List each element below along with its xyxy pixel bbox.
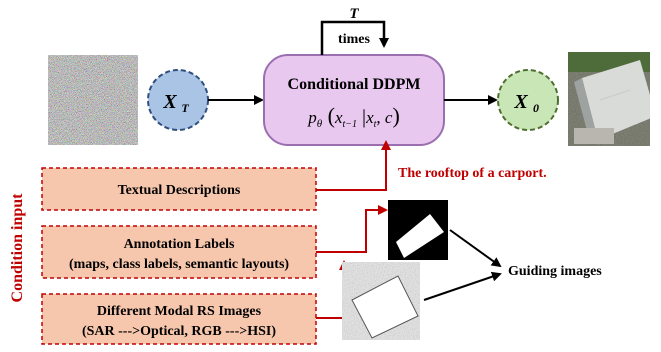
modal-arrow xyxy=(316,260,349,319)
condition-textual-label: Textual Descriptions xyxy=(118,183,241,198)
loop-times-label: times xyxy=(338,32,370,47)
condition-box-textual: Textual Descriptions xyxy=(41,167,317,211)
condition-box-annotation: Annotation Labels (maps, class labels, s… xyxy=(41,225,317,279)
ddpm-title: Conditional DDPM xyxy=(288,76,421,93)
xt-node: X T xyxy=(147,69,209,131)
condition-arrow-to-ddpm xyxy=(316,140,391,191)
output-rooftop-image xyxy=(568,52,650,146)
condition-modal-sub: (SAR --->Optical, RGB --->HSI) xyxy=(82,324,276,339)
condition-modal-label: Different Modal RS Images xyxy=(97,304,262,319)
condition-annotation-sub: (maps, class labels, semantic layouts) xyxy=(69,257,289,272)
xt-label: X xyxy=(162,91,177,113)
condition-box-modal: Different Modal RS Images (SAR --->Optic… xyxy=(41,293,317,345)
xt-subscript: T xyxy=(181,101,189,115)
guiding-sar-image xyxy=(342,262,420,340)
loop-t-label: T xyxy=(349,6,359,22)
guiding-images-label: Guiding images xyxy=(508,264,602,279)
ddpm-formula: pθ (xt−1 |xt, c) xyxy=(307,103,400,130)
annotation-arrow xyxy=(316,205,388,253)
condition-annotation-label: Annotation Labels xyxy=(124,237,235,252)
guiding-mask-image xyxy=(388,200,448,260)
mask-to-guiding-arrow xyxy=(449,229,502,268)
x0-subscript: 0 xyxy=(533,101,539,115)
noise-image xyxy=(48,55,138,145)
caption-text: The rooftop of a carport. xyxy=(398,166,547,181)
ddpm-box: Conditional DDPM pθ (xt−1 |xt, c) xyxy=(263,54,445,146)
condition-input-label: Condition input xyxy=(9,193,26,303)
x0-label: X xyxy=(513,91,528,113)
loop-arrow: T times xyxy=(320,6,389,55)
sar-to-guiding-arrow xyxy=(423,271,502,301)
x0-node: X 0 xyxy=(497,69,559,131)
